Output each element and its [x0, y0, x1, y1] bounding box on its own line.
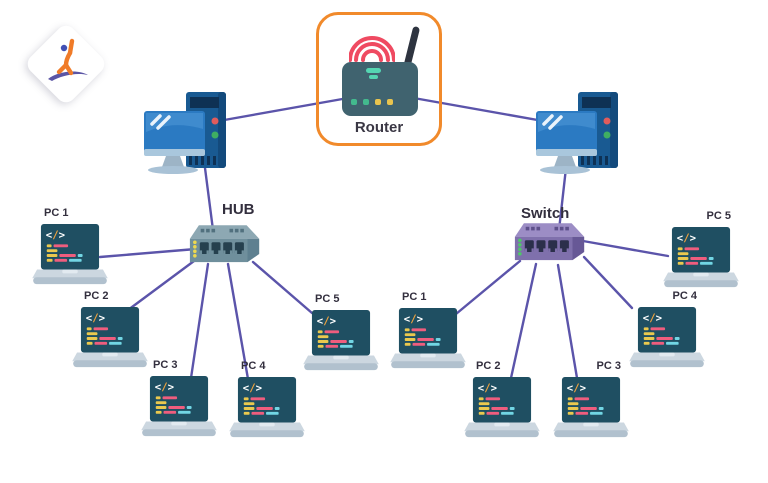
intellipaat-logo-icon [48, 38, 88, 81]
laptop-code-icon [72, 307, 148, 369]
laptop-left-pc4: PC 4 [229, 360, 305, 439]
laptop-code-icon [141, 376, 217, 438]
desktop-computer-icon [144, 90, 228, 178]
pc-label: PC 2 [476, 360, 501, 372]
router-label: Router [354, 119, 404, 136]
pc-label: PC 3 [153, 359, 178, 371]
laptop-left-pc3: PC 3 [141, 359, 217, 438]
brand-logo [23, 21, 109, 107]
router-led [351, 99, 357, 105]
laptop-code-icon [553, 377, 629, 439]
wifi-signal-icon [349, 36, 395, 62]
pc-label: PC 5 [706, 210, 731, 222]
laptop-right-pc2: PC 2 [464, 360, 540, 439]
switch-device: Switch [514, 205, 586, 264]
router-vent [366, 68, 381, 73]
laptop-code-icon [303, 310, 379, 372]
router-led [363, 99, 369, 105]
hub-label: HUB [222, 201, 255, 218]
laptop-right-pc1: PC 1 [390, 291, 466, 370]
laptop-left-pc5: PC 5 [303, 293, 379, 372]
pc-label: PC 4 [672, 290, 697, 302]
router-led [387, 99, 393, 105]
laptop-right-pc5: PC 5 [663, 210, 739, 289]
laptop-code-icon [390, 308, 466, 370]
pc-label: PC 1 [402, 291, 427, 303]
router-led [375, 99, 381, 105]
pc-label: PC 5 [315, 293, 340, 305]
laptop-right-pc3: PC 3 [553, 360, 629, 439]
network-hub-icon [189, 224, 261, 266]
laptop-code-icon [663, 227, 739, 289]
hub-device: HUB [189, 201, 261, 266]
router-highlight-box [316, 12, 442, 146]
laptop-code-icon [229, 377, 305, 439]
laptop-code-icon [32, 224, 108, 286]
laptop-left-pc1: PC 1 [32, 207, 108, 286]
pc-label: PC 1 [44, 207, 69, 219]
router-icon [342, 62, 418, 116]
switch-label: Switch [521, 205, 570, 222]
network-switch-icon [514, 222, 586, 264]
laptop-right-pc4: PC 4 [629, 290, 705, 369]
desktop-computer-icon [536, 90, 620, 178]
laptop-code-icon [629, 307, 705, 369]
pc-label: PC 4 [241, 360, 266, 372]
laptop-code-icon [464, 377, 540, 439]
laptop-left-pc2: PC 2 [72, 290, 148, 369]
pc-label: PC 3 [596, 360, 621, 372]
pc-label: PC 2 [84, 290, 109, 302]
router-vent [369, 75, 378, 79]
